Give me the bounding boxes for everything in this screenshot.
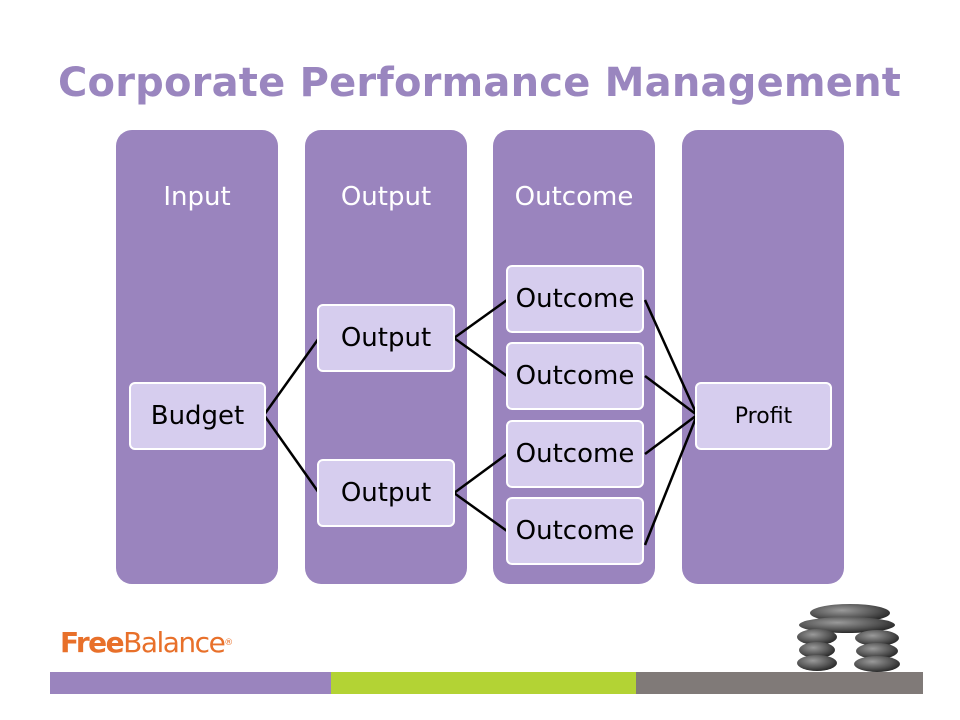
node-outcome-3: Outcome	[506, 420, 644, 488]
slide-title: Corporate Performance Management	[58, 60, 902, 106]
column-label-outcome: Outcome	[514, 182, 634, 212]
logo-free-text: Free	[60, 626, 125, 659]
column-input: Input	[116, 130, 278, 584]
node-outcome-1: Outcome	[506, 265, 644, 333]
node-outcome-4: Outcome	[506, 497, 644, 565]
freebalance-logo: FreeBalance®	[60, 628, 233, 658]
footer-bar-purple	[50, 672, 331, 694]
node-outcome-2: Outcome	[506, 342, 644, 410]
logo-balance-text: Balance	[123, 626, 226, 659]
node-output-1: Output	[317, 304, 455, 372]
node-profit: Profit	[695, 382, 832, 450]
node-budget: Budget	[129, 382, 266, 450]
column-label-output: Output	[340, 182, 432, 212]
stacked-stones-image	[797, 604, 900, 672]
node-output-2: Output	[317, 459, 455, 527]
footer-bar-green	[331, 672, 636, 694]
column-label-input: Input	[163, 182, 231, 212]
logo-registered-mark: ®	[224, 638, 234, 648]
column-profit	[682, 130, 844, 584]
footer-bar-gray	[636, 672, 923, 694]
